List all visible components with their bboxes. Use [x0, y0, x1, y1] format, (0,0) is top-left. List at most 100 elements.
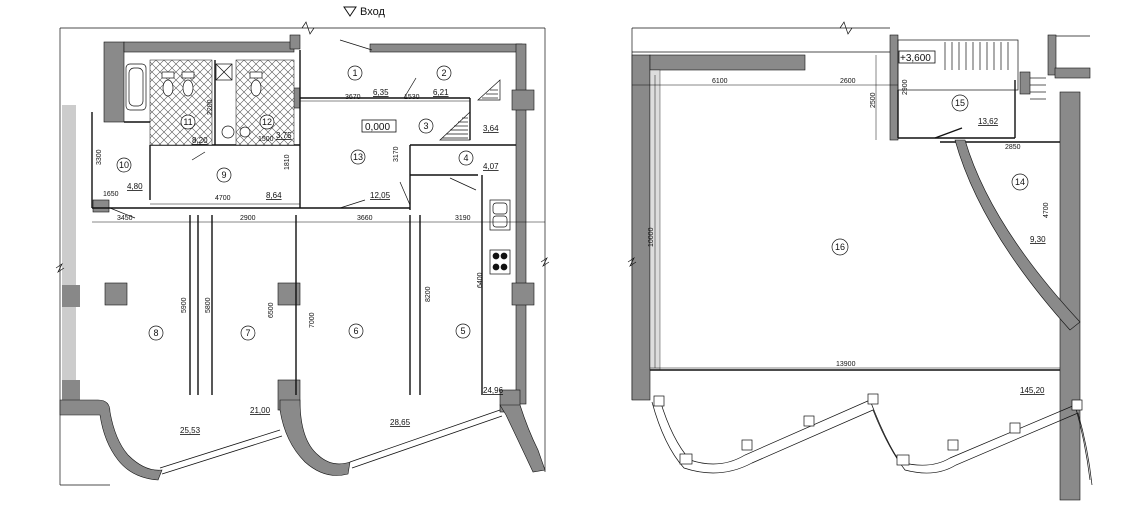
left-floor-plan: 0,000 1 2 3 4 5 6 7 8 9 10 11 12 1: [55, 21, 550, 486]
dimension-label: 1650: [103, 191, 119, 198]
room-number: 11: [183, 117, 192, 127]
entrance-marker: Вход: [343, 6, 385, 18]
room-marker: 6: [348, 323, 364, 339]
break-line-icon: [55, 21, 550, 274]
room-area: 21,00: [250, 406, 271, 415]
room-number: 8: [153, 328, 158, 338]
dimension-label: 3660: [357, 215, 373, 222]
kitchen-sink-icon: [489, 199, 511, 231]
room-number: 7: [245, 328, 250, 338]
room-marker: 8: [148, 325, 164, 341]
room-number: 6: [353, 326, 358, 336]
dimension-label: 2850: [1005, 144, 1021, 151]
dimension-label: 1810: [284, 154, 291, 170]
dimension-label: 6400: [477, 272, 484, 288]
room-marker: 14: [1011, 173, 1029, 191]
stairs-icon: [897, 39, 1046, 100]
room-area: 4,80: [127, 182, 143, 191]
room-area: 6,21: [433, 88, 449, 97]
room-area: 24,96: [483, 386, 504, 395]
room-marker: 9: [216, 167, 232, 183]
left-dimension-lines: [92, 100, 545, 223]
left-plan-balconies: [59, 399, 546, 481]
room-marker: 7: [240, 325, 256, 341]
room-number: 10: [119, 160, 129, 170]
room-area: 145,20: [1020, 386, 1045, 395]
dimension-label: 5900: [181, 297, 188, 313]
left-plan-windows: [159, 409, 503, 475]
room-marker: 2: [436, 65, 452, 81]
room-number: 15: [955, 98, 965, 108]
toilet-icon: [161, 71, 263, 97]
dimension-label: 1530: [404, 94, 420, 101]
dimension-label: 2200: [207, 99, 214, 115]
room-area: 4,07: [483, 162, 499, 171]
entrance-label: Вход: [360, 6, 385, 18]
left-room-labels: 1 2 3 4 5 6 7 8 9 10 11 12 13: [116, 65, 474, 341]
dimension-label: 3170: [393, 146, 400, 162]
left-dimensions: 3670 1530 3450 2900 3660 3190 4700 1650 …: [96, 94, 484, 328]
dimension-label: 2900: [902, 79, 909, 95]
room-area: 3,64: [483, 124, 499, 133]
dimension-label: 7000: [309, 312, 316, 328]
room-area: 28,65: [390, 418, 411, 427]
break-line-icon: [627, 21, 853, 268]
level-marker-ground: 0,000: [361, 119, 397, 133]
dimension-label: 3300: [96, 149, 103, 165]
column: [62, 380, 80, 402]
bathroom-tile-area: [149, 59, 213, 146]
stairs-icon: [439, 79, 501, 141]
level-ground-label: 0,000: [365, 122, 390, 133]
dimension-label: 13900: [836, 361, 856, 368]
room-area: 8,20: [192, 136, 208, 145]
column: [62, 285, 80, 307]
level-marker-upper: +3,600: [898, 50, 936, 64]
dimension-label: 3450: [117, 215, 133, 222]
dimension-label: 6100: [712, 78, 728, 85]
right-floor-plan: +3,600 14 15 16 13,62 9,30 145,20 6100 2…: [627, 21, 1093, 501]
room-number: 2: [441, 68, 446, 78]
dimension-label: 1500: [258, 136, 274, 143]
room-marker: 13: [350, 149, 366, 165]
level-upper-label: +3,600: [900, 53, 931, 64]
right-plan-window-wall: [651, 393, 1093, 486]
left-room-areas: 6,35 6,21 3,64 4,07 24,96 28,65 21,00 25…: [127, 88, 504, 435]
left-plan-walls: [92, 34, 535, 413]
room-marker: 5: [455, 323, 471, 339]
room-marker: 11: [180, 114, 196, 130]
right-room-labels: 14 15 16: [831, 94, 1029, 256]
room-area: 8,64: [266, 191, 282, 200]
room-number: 14: [1015, 177, 1025, 187]
curved-wall: [954, 139, 1081, 331]
room-number: 12: [262, 117, 272, 127]
room-number: 3: [423, 121, 428, 131]
room-area: 3,75: [276, 131, 292, 140]
dimension-label: 2500: [870, 92, 877, 108]
room-area: 9,30: [1030, 235, 1046, 244]
dimension-label: 2900: [240, 215, 256, 222]
vent-shaft-icon: [215, 63, 233, 81]
room-number: 16: [835, 242, 845, 252]
room-area: 6,35: [373, 88, 389, 97]
dimension-label: 5800: [205, 297, 212, 313]
right-dimensions: 6100 2600 2500 2900 2850 4700 10000 1390…: [648, 78, 1050, 368]
entrance-triangle-icon: [343, 6, 357, 17]
room-marker: 1: [347, 65, 363, 81]
dimension-label: 4700: [215, 195, 231, 202]
room-marker: 4: [458, 150, 474, 166]
room-marker: 10: [116, 157, 132, 173]
door-swings: [109, 39, 477, 219]
right-plan-walls: [631, 34, 1091, 501]
room-marker: 15: [951, 94, 969, 112]
dimension-label: 4700: [1043, 202, 1050, 218]
dimension-label: 3190: [455, 215, 471, 222]
left-column-strip: [62, 105, 76, 395]
room-marker: 3: [418, 118, 434, 134]
room-marker: 16: [831, 238, 849, 256]
sink-icon: [221, 125, 251, 139]
right-room-areas: 13,62 9,30 145,20: [978, 117, 1046, 395]
dimension-label: 3670: [345, 94, 361, 101]
room-number: 9: [221, 170, 226, 180]
room-area: 25,53: [180, 426, 201, 435]
